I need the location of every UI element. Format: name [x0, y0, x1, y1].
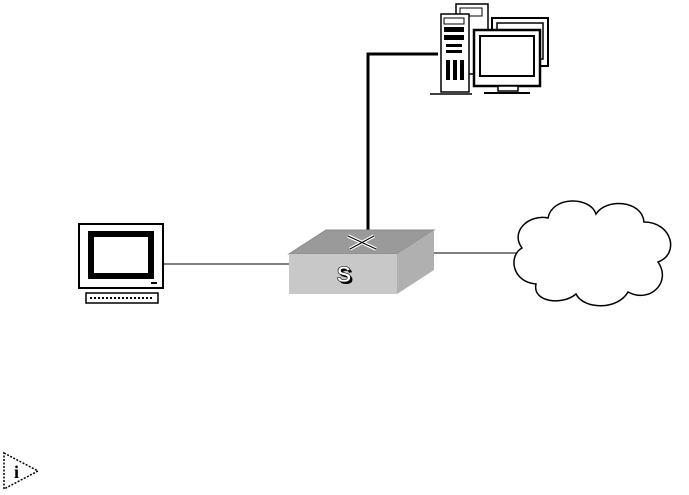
info-icon-glyph: i: [14, 462, 19, 482]
switch-icon: S S: [289, 230, 434, 294]
info-icon-frame: [4, 453, 38, 489]
link-switch-server: [368, 54, 438, 230]
info-icon: i: [4, 453, 38, 489]
server-workstations-icon: [430, 4, 548, 94]
desktop-computer-icon: [79, 224, 163, 303]
cloud-outline: [514, 201, 671, 306]
cloud-icon: [514, 201, 671, 306]
switch-label: S: [337, 262, 352, 287]
